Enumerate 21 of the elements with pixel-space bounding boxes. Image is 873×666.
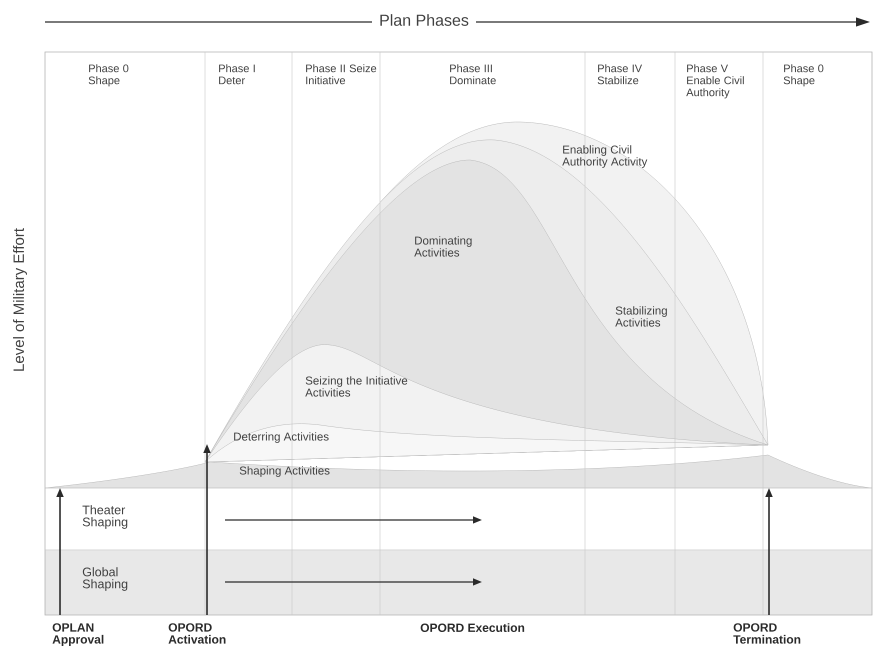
phase-header: Phase 0 Shape (88, 64, 128, 86)
area-label: Deterring Activities (234, 432, 329, 443)
row-label: Theater Shaping (82, 505, 128, 529)
phase-header: Phase 0 Shape (784, 64, 824, 86)
phase-header: Phase I Deter (219, 64, 255, 84)
area-label: Enabling Civil Authority Activity (562, 145, 648, 168)
title: Plan Phases (380, 14, 468, 26)
area-label: Dominating Activities (414, 236, 472, 257)
milestone-label: OPLAN Approval (52, 623, 104, 646)
area-label: Seizing the Initiative Activities (305, 376, 408, 397)
area-label: Stabilizing Activities (615, 306, 667, 327)
phase-header: Phase IV Stabilize (598, 64, 642, 84)
milestone-label: OPORD Activation (168, 623, 226, 644)
milestone-label: OPORD Termination (733, 623, 800, 644)
phase-header: Phase V Enable Civil Authority (686, 64, 744, 98)
phase-header: Phase III Dominate (450, 64, 496, 84)
area-label: Shaping Activities (240, 466, 330, 477)
phase-header: Phase II Seize Initiative (306, 64, 376, 84)
milestone-label: OPORD Execution (420, 623, 524, 632)
axis-label: Level of Military Effort (13, 228, 27, 371)
row-label: Global Shaping (82, 567, 128, 591)
